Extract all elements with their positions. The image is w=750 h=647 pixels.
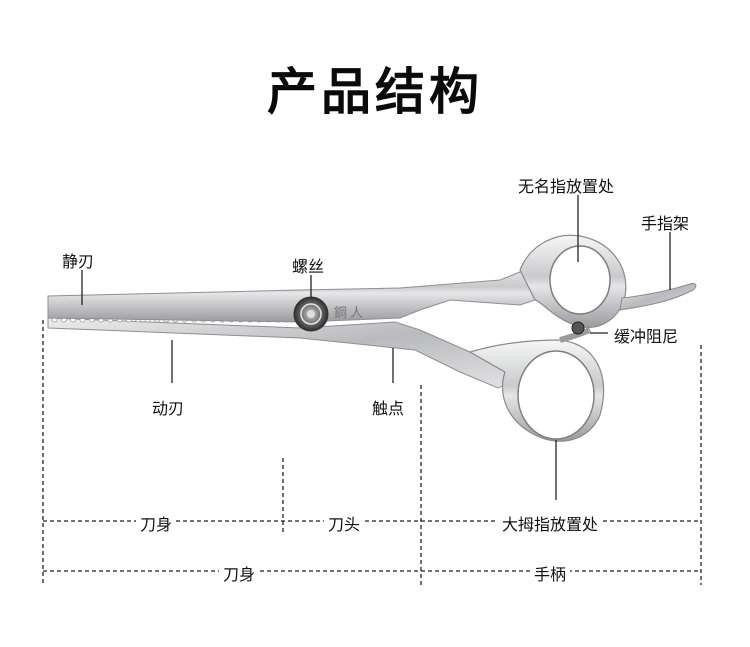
label-static-blade: 静刃 <box>62 248 94 272</box>
segment-thumb-rest: 大拇指放置处 <box>498 511 602 535</box>
label-contact-point: 触点 <box>372 395 404 419</box>
blade-engraving: 鋼人 <box>334 302 366 321</box>
dimension-lines <box>43 320 701 585</box>
bumper-stopper <box>572 322 584 334</box>
label-damper: 缓冲阻尼 <box>614 323 678 347</box>
label-moving-blade: 动刃 <box>152 395 184 419</box>
segment-blade-body: 刀身 <box>136 511 176 535</box>
thumb-ring <box>470 330 604 441</box>
pivot-screw <box>294 297 328 331</box>
segment-handle: 手柄 <box>530 561 570 585</box>
label-ring-finger-rest: 无名指放置处 <box>518 173 614 197</box>
segment-blade-head: 刀头 <box>324 511 364 535</box>
label-screw: 螺丝 <box>292 253 324 277</box>
label-finger-tang: 手指架 <box>641 210 689 234</box>
segment-blade-total: 刀身 <box>219 561 259 585</box>
